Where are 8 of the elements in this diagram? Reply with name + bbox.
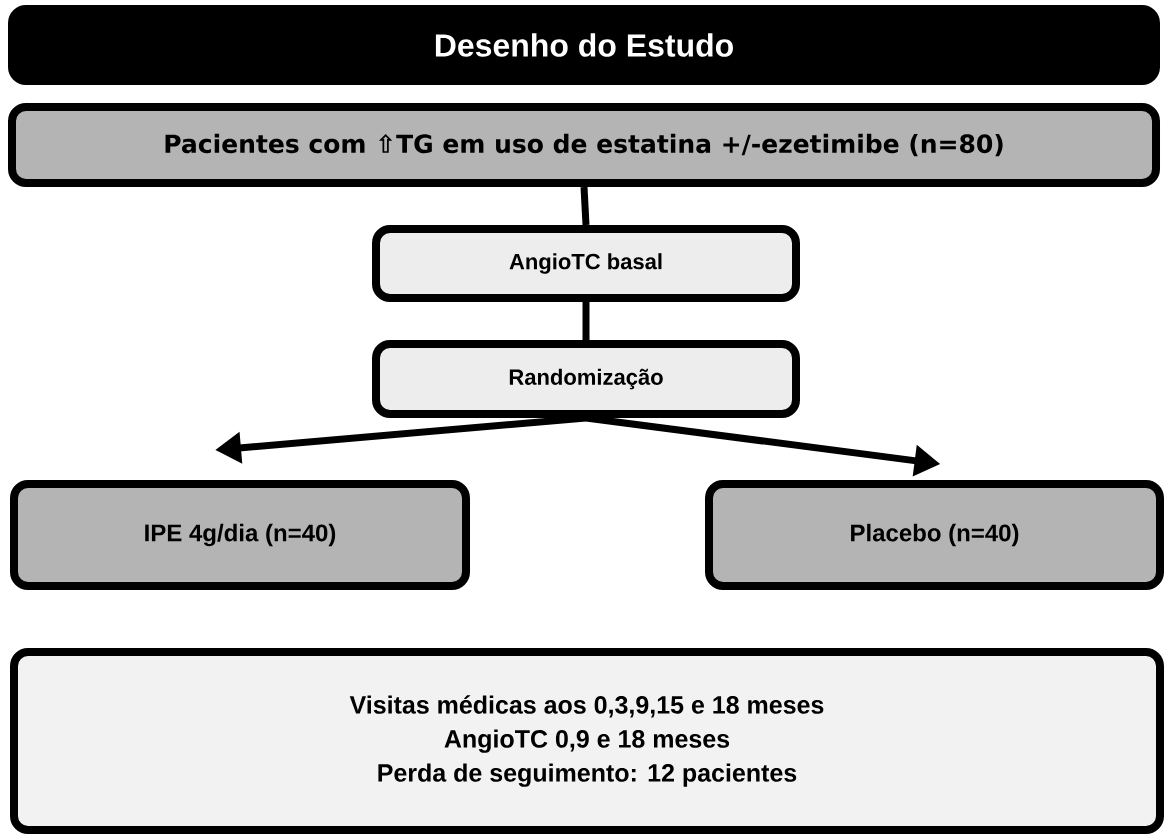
info-box: Visitas médicas aos 0,3,9,15 e 18 meses AngioTC 0,9 e 18 meses Perda de seguimento: 12 pacientes: [10, 648, 1164, 834]
title-banner: Desenho do Estudo: [8, 5, 1160, 85]
connector-line: [580, 186, 590, 226]
group-box: Placebo (n=40): [705, 480, 1164, 590]
group-box: IPE 4g/dia (n=40): [10, 480, 470, 590]
process-box: Randomização: [372, 340, 800, 418]
population-box: Pacientes com ⇧TG em uso de estatina +/-ezetimibe (n=80): [8, 103, 1160, 187]
process-box: AngioTC basal: [372, 225, 800, 302]
